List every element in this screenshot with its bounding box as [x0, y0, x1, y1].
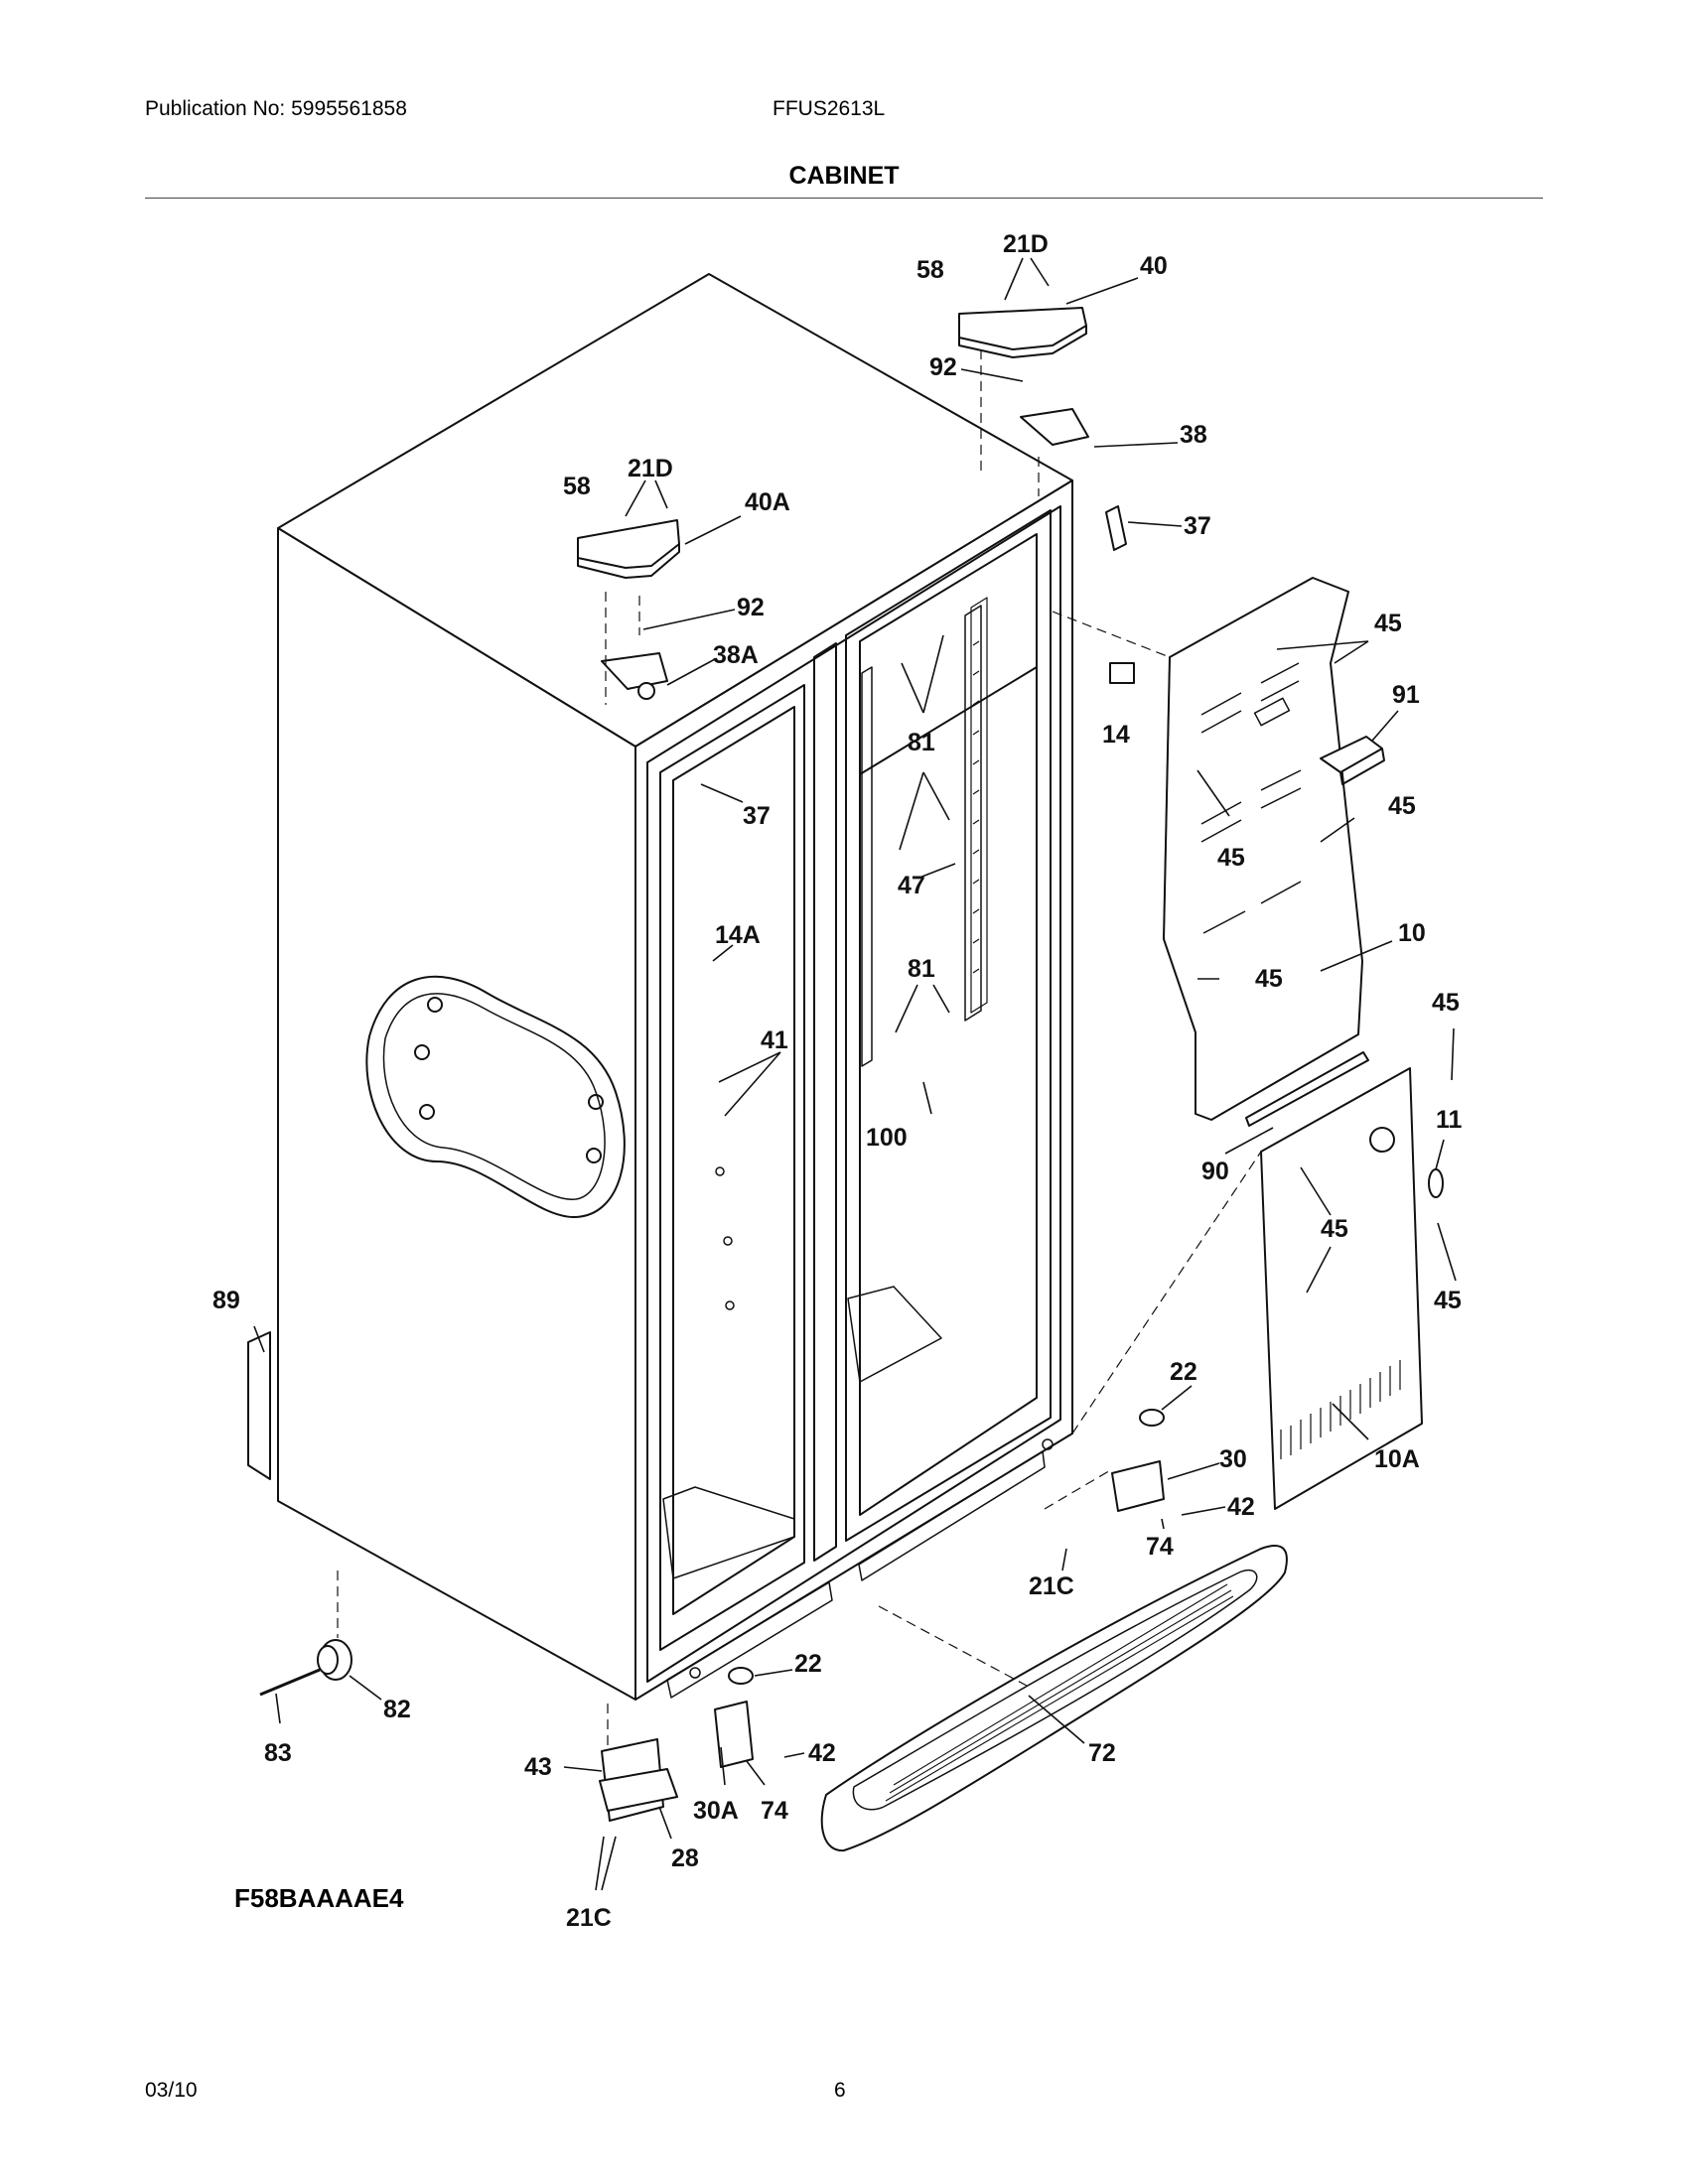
callout-40a: 40A: [745, 488, 790, 516]
callout-83: 83: [264, 1739, 292, 1767]
callout-21c: 21C: [566, 1904, 612, 1932]
callout-45: 45: [1388, 792, 1416, 820]
callout-45: 45: [1255, 965, 1283, 993]
callout-82: 82: [383, 1696, 411, 1723]
title-divider: [145, 198, 1543, 199]
callout-37: 37: [1184, 512, 1211, 540]
figure-id: F58BAAAAE4: [234, 1883, 404, 1913]
callout-45: 45: [1434, 1287, 1462, 1314]
callout-10: 10: [1398, 919, 1426, 947]
callout-22: 22: [1170, 1358, 1197, 1386]
evaporator-cover: [1105, 505, 1444, 1510]
callout-22: 22: [794, 1650, 822, 1678]
top-hinge-left: [577, 519, 680, 705]
callout-21d: 21D: [1003, 230, 1049, 258]
callout-47: 47: [898, 872, 925, 899]
callout-21c: 21C: [1029, 1572, 1074, 1600]
callout-14a: 14A: [715, 921, 761, 949]
callout-45: 45: [1217, 844, 1245, 872]
callout-21d: 21D: [628, 455, 673, 482]
callout-40: 40: [1140, 252, 1168, 280]
callout-30: 30: [1219, 1445, 1247, 1473]
callout-28: 28: [671, 1844, 699, 1872]
callout-41: 41: [761, 1026, 788, 1054]
callout-100: 100: [866, 1124, 908, 1152]
callout-42: 42: [1227, 1493, 1255, 1521]
callout-81: 81: [908, 729, 935, 756]
model-number: FFUS2613L: [773, 97, 886, 120]
callout-labels: 58 21D 40 92 38 37 58 21D 40A 92 38A 37 …: [212, 230, 1463, 1932]
callout-45: 45: [1374, 610, 1402, 637]
callout-11: 11: [1436, 1106, 1463, 1134]
callout-72: 72: [1088, 1739, 1116, 1767]
footer-date: 03/10: [145, 2079, 198, 2102]
callout-81: 81: [908, 955, 935, 983]
page-title: CABINET: [788, 162, 900, 190]
callout-74: 74: [1146, 1533, 1174, 1561]
top-hinge-right: [958, 307, 1089, 496]
callout-10a: 10A: [1374, 1445, 1420, 1473]
insulation-cutaway: [365, 975, 626, 1219]
callout-38a: 38A: [713, 641, 759, 669]
callout-91: 91: [1392, 681, 1420, 709]
callout-45: 45: [1432, 989, 1460, 1017]
callout-37: 37: [743, 802, 771, 830]
callout-58: 58: [916, 256, 944, 284]
publication-number: Publication No: 5995561858: [145, 97, 407, 120]
callout-90: 90: [1201, 1158, 1229, 1185]
callout-58: 58: [563, 473, 591, 500]
callout-30a: 30A: [693, 1797, 739, 1825]
callout-45: 45: [1321, 1215, 1348, 1243]
cabinet-body: [247, 273, 1073, 1701]
callout-38: 38: [1180, 421, 1207, 449]
callout-92: 92: [929, 353, 957, 381]
callout-92: 92: [737, 594, 765, 621]
callout-74: 74: [761, 1797, 788, 1825]
bottom-hardware: [259, 611, 1288, 1852]
callout-14: 14: [1102, 721, 1130, 749]
page-number: 6: [834, 2079, 846, 2102]
callout-42: 42: [808, 1739, 836, 1767]
leader-lines: [253, 257, 1457, 1891]
callout-43: 43: [524, 1753, 552, 1781]
callout-89: 89: [212, 1287, 240, 1314]
